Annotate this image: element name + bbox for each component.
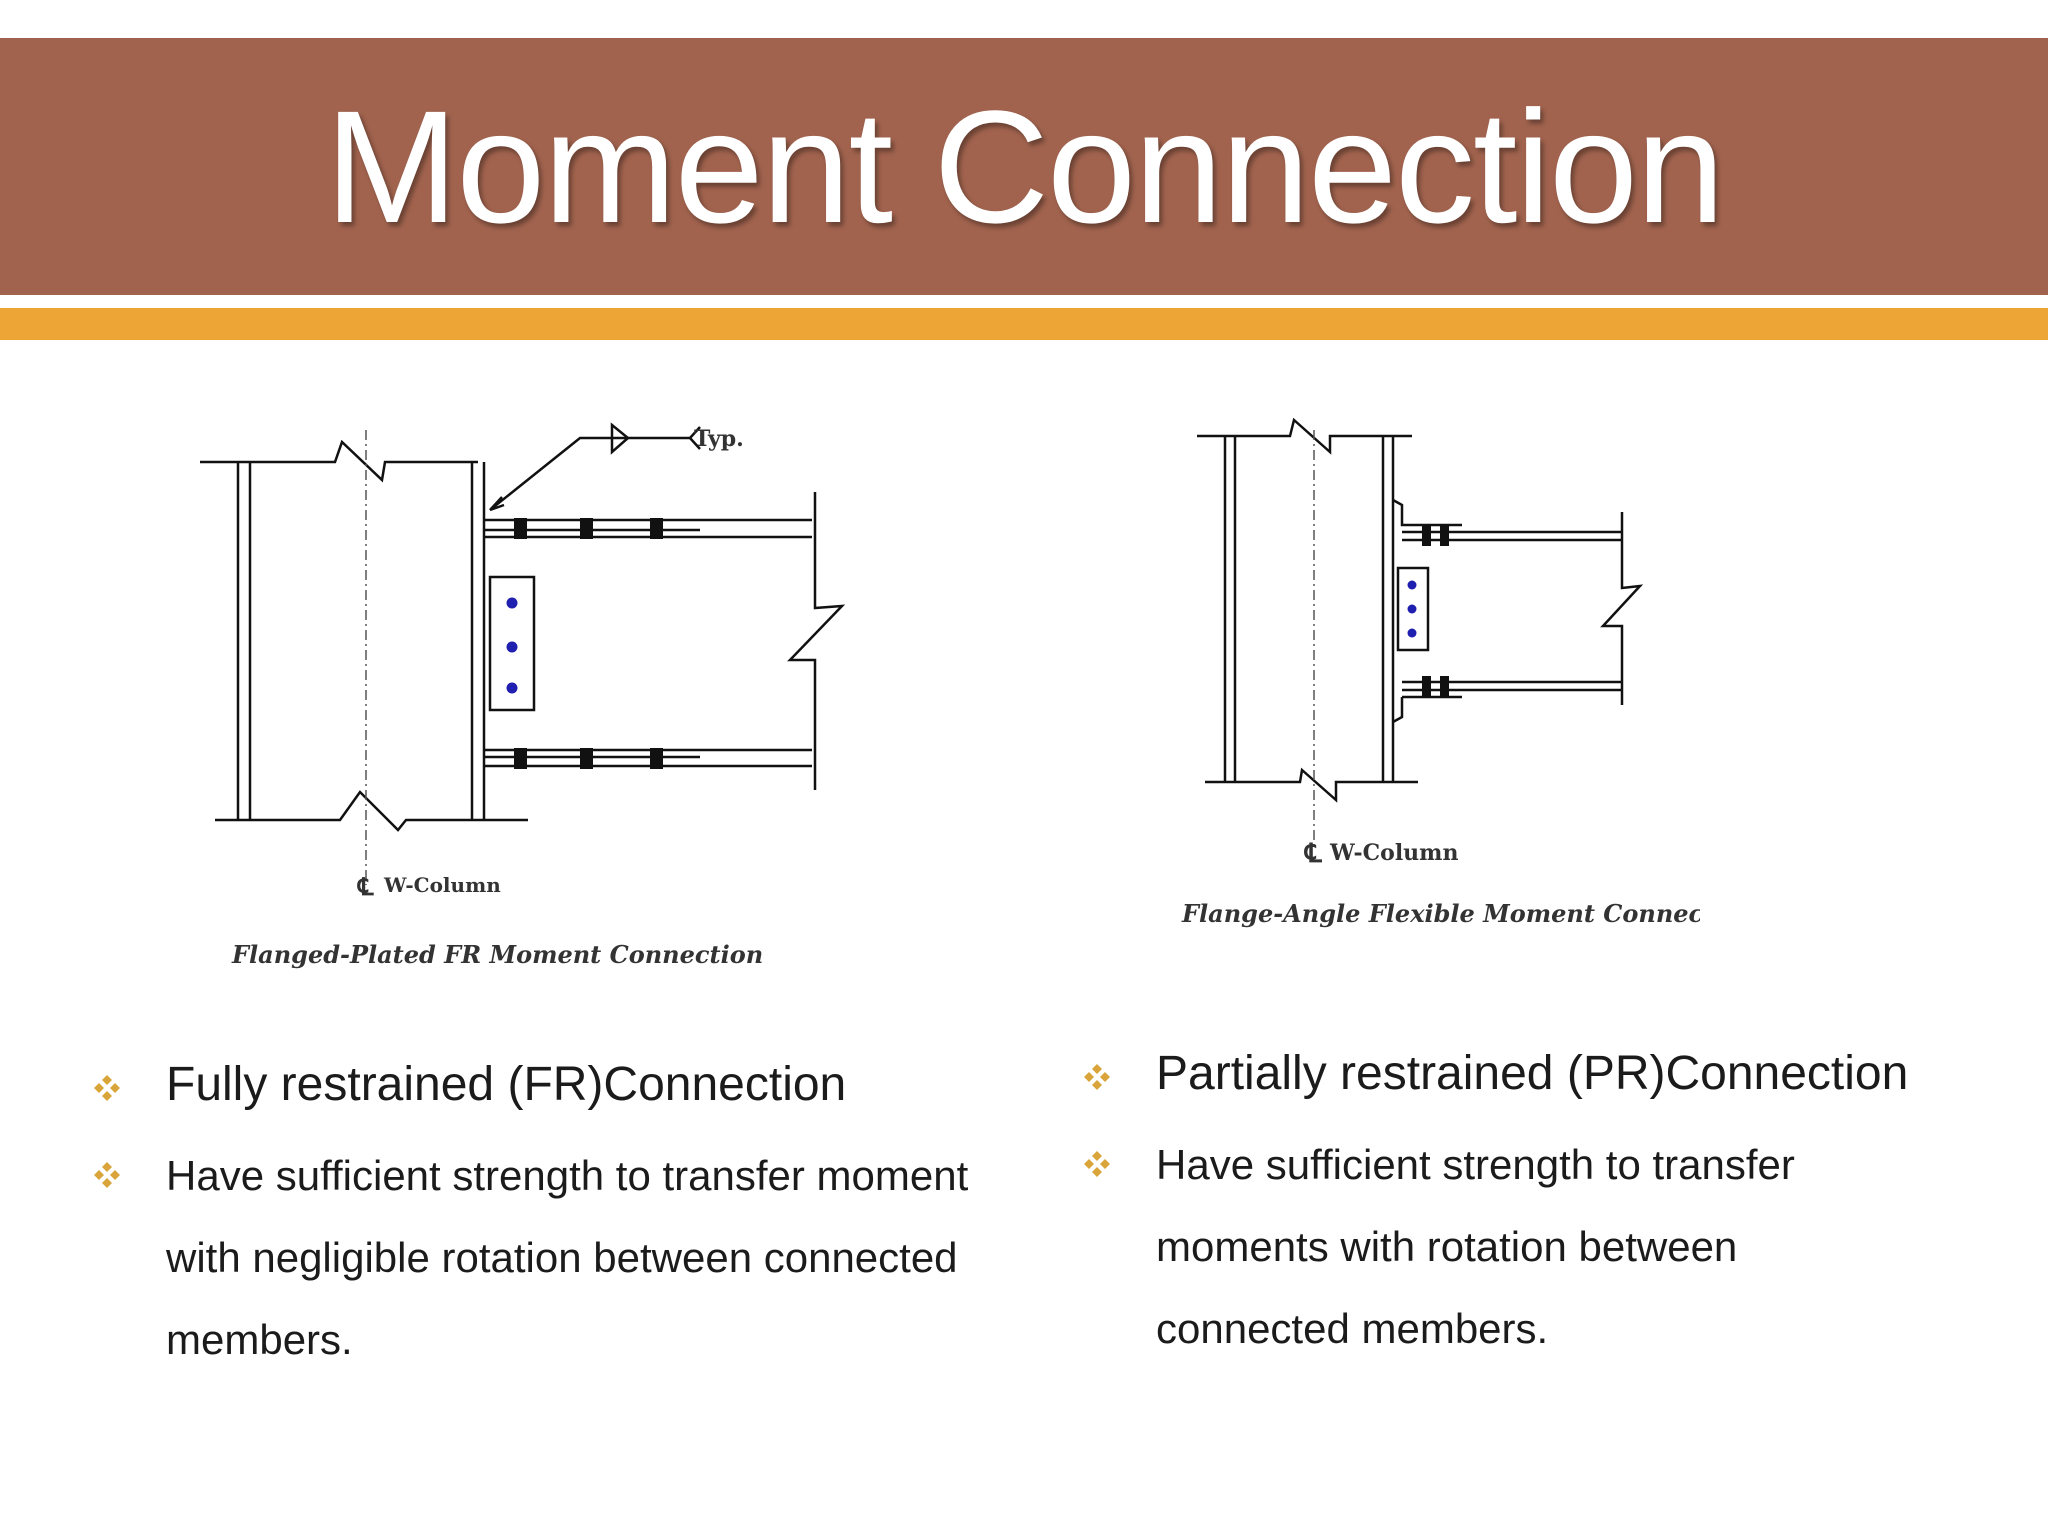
fr-heading-item: Fully restrained (FR)Connection — [92, 1055, 1072, 1115]
column-bottom-break — [215, 790, 528, 832]
pr-connection-diagram: ℄ W-Column Flange-Angle Flexible Moment … — [1180, 405, 1700, 945]
fr-connection-diagram: Typ. ℄ W-Column Flanged-Plated FR Moment… — [195, 405, 855, 985]
column-top-break — [200, 439, 478, 483]
centerline-symbol-icon: ℄ — [1304, 839, 1323, 869]
pr-bullet-list: Partially restrained (PR)Connection Have… — [1082, 1044, 2042, 1370]
pr-heading: Partially restrained (PR)Connection — [1156, 1047, 1909, 1100]
column-top-break — [1197, 417, 1412, 455]
fr-line-3: members. — [166, 1316, 353, 1363]
beam-end-break — [787, 492, 846, 790]
diagram-caption: Flanged-Plated FR Moment Connection — [231, 940, 763, 969]
column-label: W-Column — [383, 873, 501, 897]
fr-heading: Fully restrained (FR)Connection — [166, 1058, 847, 1111]
fr-line-2: with negligible rotation between connect… — [166, 1234, 958, 1281]
pr-line-2: moments with rotation between — [1156, 1223, 1738, 1270]
centerline-symbol-icon: ℄ — [357, 872, 374, 901]
fr-line-1: Have sufficient strength to transfer mom… — [166, 1152, 969, 1199]
column-label: W-Column — [1329, 840, 1458, 866]
pr-description-item: Have sufficient strength to transfer mom… — [1082, 1124, 2042, 1370]
title-band — [0, 38, 2048, 295]
accent-band — [0, 308, 2048, 340]
beam-end-break — [1600, 512, 1644, 705]
fr-description-item: Have sufficient strength to transfer mom… — [92, 1135, 1072, 1381]
four-diamond-bullet-icon — [94, 1075, 120, 1101]
pr-heading-item: Partially restrained (PR)Connection — [1082, 1044, 2042, 1104]
four-diamond-bullet-icon — [94, 1162, 120, 1188]
pr-line-1: Have sufficient strength to transfer — [1156, 1141, 1795, 1188]
svg-text:℄: ℄ — [1304, 839, 1323, 869]
fr-bullet-list: Fully restrained (FR)Connection Have suf… — [92, 1055, 1072, 1381]
diagram-caption: Flange-Angle Flexible Moment Connection — [1181, 899, 1700, 928]
weld-label: Typ. — [694, 426, 744, 452]
svg-text:℄: ℄ — [357, 872, 374, 901]
slide-title: Moment Connection — [325, 76, 1725, 256]
pr-line-3: connected members. — [1156, 1305, 1549, 1352]
four-diamond-bullet-icon — [1084, 1151, 1110, 1177]
column-bottom-break — [1205, 767, 1418, 803]
four-diamond-bullet-icon — [1084, 1064, 1110, 1090]
